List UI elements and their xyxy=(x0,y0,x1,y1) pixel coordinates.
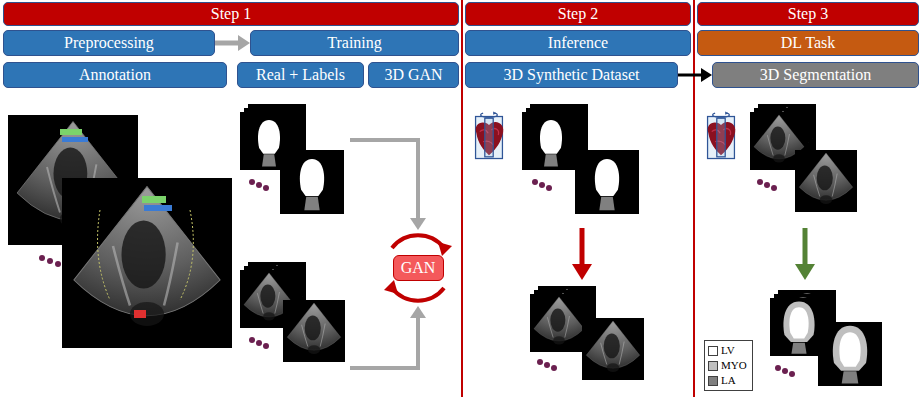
legend-label: LV xyxy=(721,345,735,356)
arrow-head xyxy=(238,35,250,51)
legend-label: MYO xyxy=(721,360,747,371)
process-box: 3D GAN xyxy=(368,62,459,88)
box-label: Annotation xyxy=(79,66,151,84)
arrow-head xyxy=(701,68,712,82)
legend-box: LV MYO LA xyxy=(704,340,753,391)
box-label: Inference xyxy=(548,34,608,52)
box-label: Step 2 xyxy=(558,5,598,23)
legend-row: LV xyxy=(708,343,747,358)
box-label: DL Task xyxy=(781,34,835,52)
task-box: 3D Segmentation xyxy=(712,62,919,88)
arrow-line xyxy=(215,41,240,46)
legend-row: LA xyxy=(708,373,747,388)
step-header: Step 1 xyxy=(3,2,459,26)
box-label: Real + Labels xyxy=(256,66,345,84)
legend-swatch xyxy=(708,376,718,386)
process-box: Real + Labels xyxy=(237,62,364,88)
process-box: Training xyxy=(250,30,459,56)
process-box: Preprocessing xyxy=(3,30,215,56)
gan-box: GAN xyxy=(393,255,444,281)
legend-swatch xyxy=(708,346,718,356)
step-header: Step 3 xyxy=(697,2,919,26)
process-box: Annotation xyxy=(3,62,227,88)
flow-arrow xyxy=(215,35,250,51)
box-label: GAN xyxy=(401,259,436,277)
box-label: Training xyxy=(327,34,382,52)
task-box: DL Task xyxy=(697,30,919,56)
legend-swatch xyxy=(708,361,718,371)
box-label: Preprocessing xyxy=(64,34,154,52)
box-label: 3D Segmentation xyxy=(760,66,872,84)
process-box: 3D Synthetic Dataset xyxy=(465,62,678,88)
flow-arrow xyxy=(678,68,712,82)
box-label: 3D Synthetic Dataset xyxy=(504,66,640,84)
box-label: 3D GAN xyxy=(384,66,442,84)
step-header: Step 2 xyxy=(465,2,691,26)
legend-label: LA xyxy=(721,375,736,386)
arrow-line xyxy=(678,74,703,77)
legend-row: MYO xyxy=(708,358,747,373)
process-box: Inference xyxy=(465,30,691,56)
box-label: Step 1 xyxy=(211,5,251,23)
box-label: Step 3 xyxy=(788,5,828,23)
